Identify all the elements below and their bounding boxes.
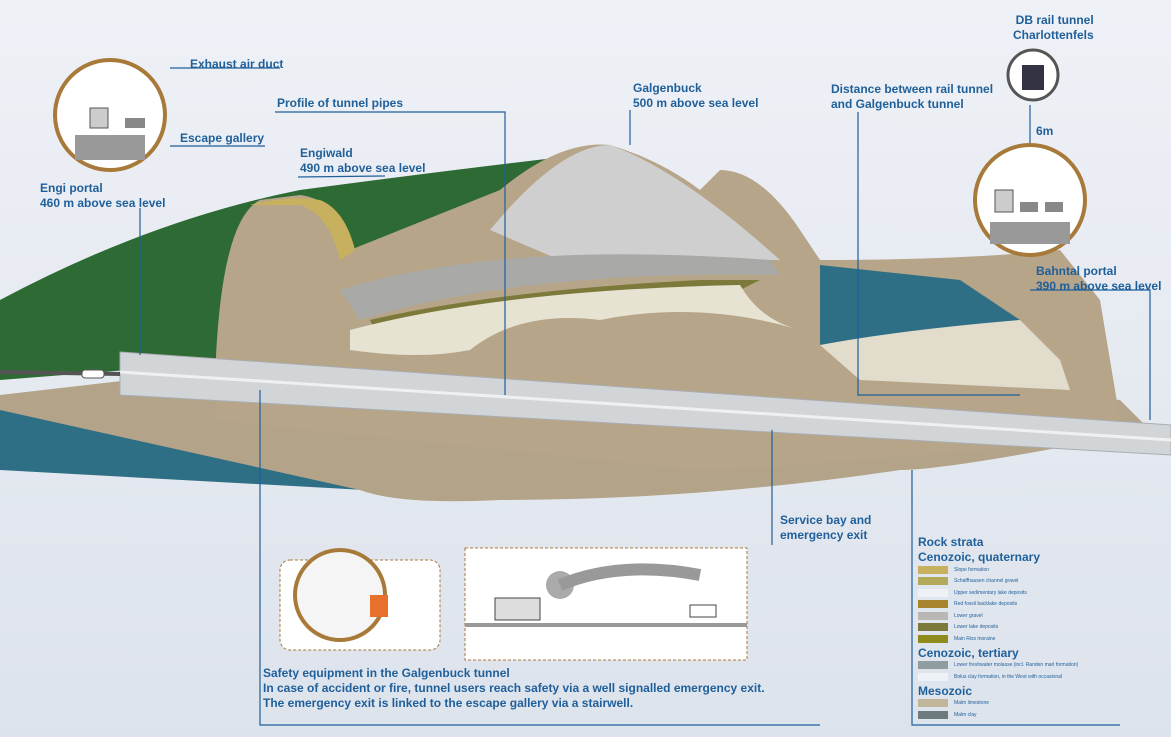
upper-lake: [350, 285, 800, 355]
legend-group-title: Cenozoic, tertiary: [918, 645, 1019, 660]
legend-swatch: [918, 634, 948, 643]
engi-name: Engi portal: [40, 181, 103, 195]
distance-line2: and Galgenbuck tunnel: [831, 97, 964, 111]
legend-swatch: [918, 710, 948, 719]
safety-illustration-1: [279, 548, 441, 651]
tunnel-profile-left: [53, 58, 167, 172]
callout-lines: [139, 67, 1151, 726]
engi-elevation: 460 m above sea level: [40, 196, 166, 210]
safety-line1: In case of accident or fire, tunnel user…: [263, 681, 765, 695]
distance-line1: Distance between rail tunnel: [831, 82, 994, 96]
light-strata: [820, 320, 1070, 390]
legend-item: Upper sedimentary lake deposits: [918, 587, 1118, 599]
tunnel-profile-right: [973, 143, 1087, 257]
legend-swatch: [918, 588, 948, 597]
service-line2: emergency exit: [780, 528, 868, 542]
safety-illustration-2: [464, 547, 748, 661]
tunnel-pipe: [119, 351, 1171, 456]
db-name: DB rail tunnel: [1015, 13, 1094, 27]
legend-swatch: [918, 661, 948, 670]
galgenbuck-name: Galgenbuck: [633, 81, 702, 95]
legend-label: Lower lake deposits: [954, 624, 999, 631]
gravel-band: [340, 254, 780, 320]
label-escape-gallery: Escape gallery: [180, 131, 265, 145]
db-location: Charlottenfels: [1013, 28, 1094, 42]
legend-label: Lower gravel: [954, 612, 983, 619]
bahntal-elevation: 390 m above sea level: [1036, 279, 1162, 293]
bahntal-name: Bahntal portal: [1036, 264, 1117, 278]
service-line1: Service bay and: [780, 513, 872, 527]
safety-line2: The emergency exit is linked to the esca…: [263, 696, 634, 710]
legend-label: Slope formation: [954, 566, 990, 573]
legend-swatch: [918, 623, 948, 632]
engiwald-name: Engiwald: [300, 146, 353, 160]
label-exhaust-air-duct: Exhaust air duct: [190, 57, 284, 71]
legend-group-title: Mesozoic: [918, 683, 973, 698]
galgenbuck-peak: [490, 145, 780, 260]
legend-item: Bolus clay formation, in the West with o…: [918, 671, 1118, 683]
legend-label: Main Riss moraine: [954, 635, 996, 642]
legend-swatch: [918, 611, 948, 620]
engiwald-elevation: 490 m above sea level: [300, 161, 426, 175]
safety-caption: Safety equipment in the Galgenbuck tunne…: [263, 666, 765, 711]
car: [81, 369, 105, 379]
legend-label: Malm limestone: [954, 700, 990, 707]
legend-swatch: [918, 699, 948, 708]
slope-formation: [250, 198, 355, 260]
legend-item: Malm limestone: [918, 698, 1118, 710]
legend-item: Lower gravel: [918, 610, 1118, 622]
legend-swatch: [918, 672, 948, 681]
galgenbuck-elevation: 500 m above sea level: [633, 96, 759, 110]
legend-group-title: Cenozoic, quaternary: [918, 550, 1041, 564]
legend-label: Malm clay: [954, 711, 977, 718]
legend-label: Red fossil backlake deposits: [954, 601, 1018, 608]
legend-item: Schaffhausen channel gravel: [918, 576, 1118, 588]
legend-item: Main Riss moraine: [918, 633, 1118, 645]
legend-item: Lower freshwater molasse (incl. Randen m…: [918, 660, 1118, 672]
legend-title: Rock strata: [918, 535, 984, 549]
legend-item: Malm clay: [918, 709, 1118, 721]
legend-item: Lower lake deposits: [918, 622, 1118, 634]
legend-item: Red fossil backlake deposits: [918, 599, 1118, 611]
safety-title: Safety equipment in the Galgenbuck tunne…: [263, 666, 510, 680]
legend-item: Slope formation: [918, 564, 1118, 576]
legend-swatch: [918, 577, 948, 586]
legend-label: Schaffhausen channel gravel: [954, 578, 1019, 585]
legend-label: Lower freshwater molasse (incl. Randen m…: [954, 662, 1079, 669]
label-6m: 6m: [1036, 124, 1054, 138]
label-profile-tunnel-pipes: Profile of tunnel pipes: [277, 96, 404, 110]
rail-tunnel-profile: [1006, 48, 1060, 102]
legend-swatch: [918, 600, 948, 609]
legend-swatch: [918, 565, 948, 574]
legend-label: Upper sedimentary lake deposits: [954, 589, 1027, 596]
legend-label: Bolus clay formation, in the West with o…: [954, 673, 1063, 680]
